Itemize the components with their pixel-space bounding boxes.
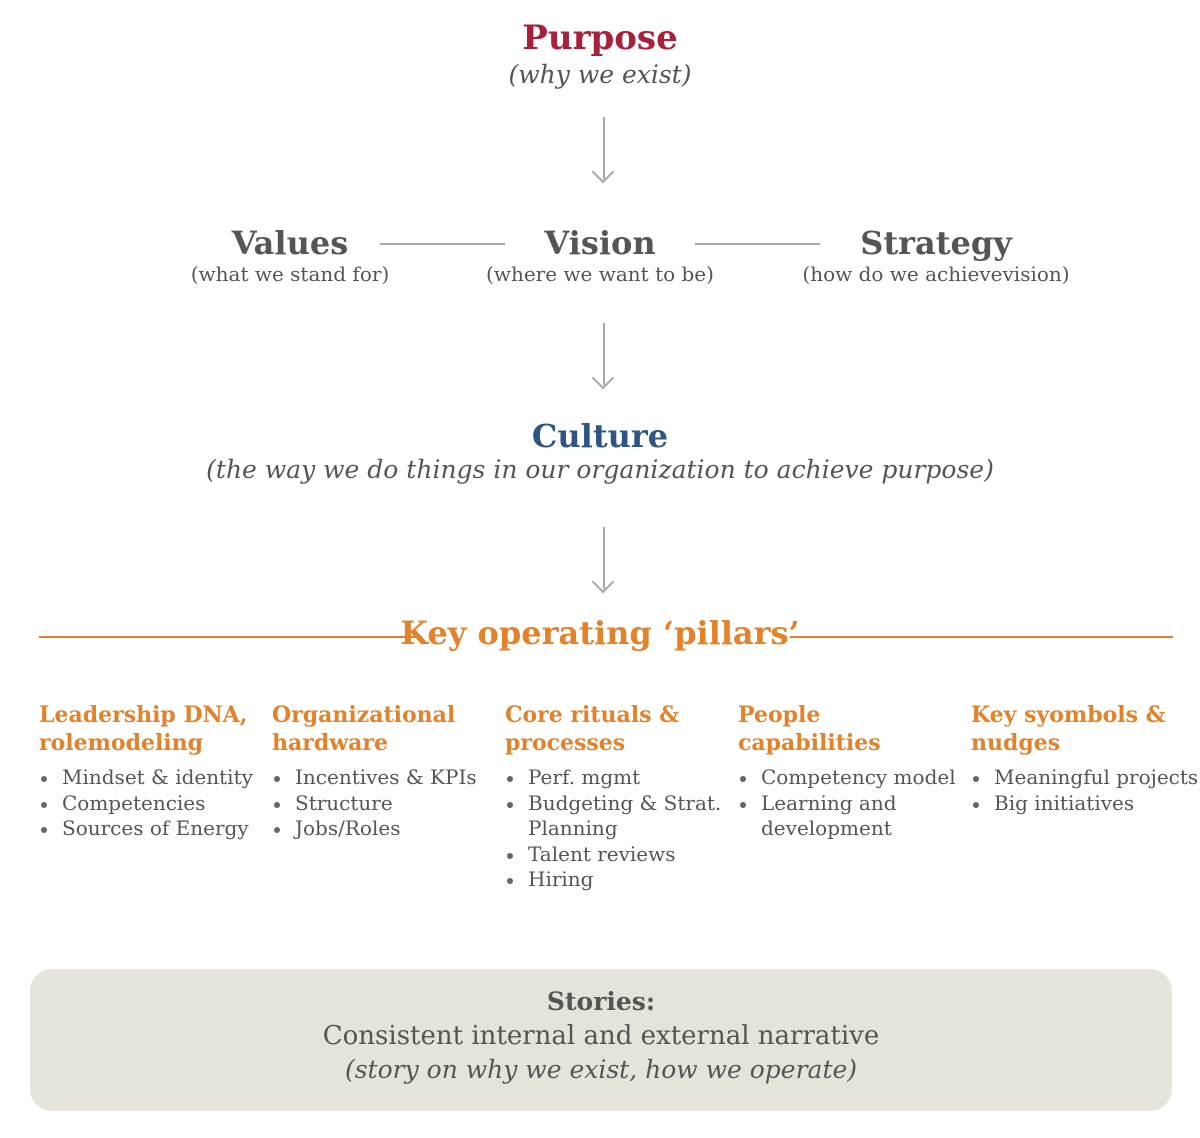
list-item: Talent reviews [505,842,733,868]
list-item: Learning and development [738,791,966,842]
list-item: Meaningful projects [971,765,1199,791]
vision-subtitle: (where we want to be) [486,262,714,286]
purpose-title: Purpose [522,18,678,58]
pillar-list: Competency model Learning and developmen… [738,765,966,842]
list-item: Big initiatives [971,791,1199,817]
connector-line [695,243,820,245]
values-subtitle: (what we stand for) [190,262,390,286]
list-item: Incentives & KPIs [272,765,500,791]
list-item: Mindset & identity [39,765,267,791]
stories-title: Stories: [546,987,656,1016]
strategy-title: Strategy [860,224,1012,262]
pillar-column-leadership: Leadership DNA, rolemodeling Mindset & i… [39,701,267,842]
pillar-title: People capabilities [738,702,881,756]
pillars-divider-right [790,636,1173,638]
list-item: Budgeting & Strat. Planning [505,791,733,842]
list-item: Perf. mgmt [505,765,733,791]
pillar-column-rituals: Core rituals & processes Perf. mgmt Budg… [505,701,733,893]
values-title: Values [231,224,349,262]
pillar-title: Core rituals & processes [505,702,680,756]
pillars-divider-left [39,636,422,638]
list-item: Competency model [738,765,966,791]
pillar-list: Incentives & KPIs Structure Jobs/Roles [272,765,500,842]
pillar-list: Perf. mgmt Budgeting & Strat. Planning T… [505,765,733,893]
pillar-column-people: People capabilities Competency model Lea… [738,701,966,842]
strategy-subtitle: (how do we achievevision) [802,262,1070,286]
list-item: Structure [272,791,500,817]
pillar-list: Meaningful projects Big initiatives [971,765,1199,816]
pillars-title: Key operating ‘pillars’ [400,614,800,652]
stories-subtitle: (story on why we exist, how we operate) [344,1055,858,1084]
list-item: Hiring [505,867,733,893]
stories-description: Consistent internal and external narrati… [322,1021,880,1051]
culture-title: Culture [531,417,669,455]
stories-panel: Stories: Consistent internal and externa… [30,969,1172,1111]
pillar-list: Mindset & identity Competencies Sources … [39,765,267,842]
list-item: Jobs/Roles [272,816,500,842]
list-item: Competencies [39,791,267,817]
pillar-title: Key syombols & nudges [971,702,1166,756]
pillar-title: Organizational hardware [272,702,456,756]
pillar-title: Leadership DNA, rolemodeling [39,702,248,756]
pillar-column-hardware: Organizational hardware Incentives & KPI… [272,701,500,842]
purpose-subtitle: (why we exist) [508,60,692,89]
connector-line [380,243,505,245]
culture-subtitle: (the way we do things in our organizatio… [206,455,994,484]
vision-title: Vision [544,224,656,262]
list-item: Sources of Energy [39,816,267,842]
pillar-column-symbols: Key syombols & nudges Meaningful project… [971,701,1199,816]
